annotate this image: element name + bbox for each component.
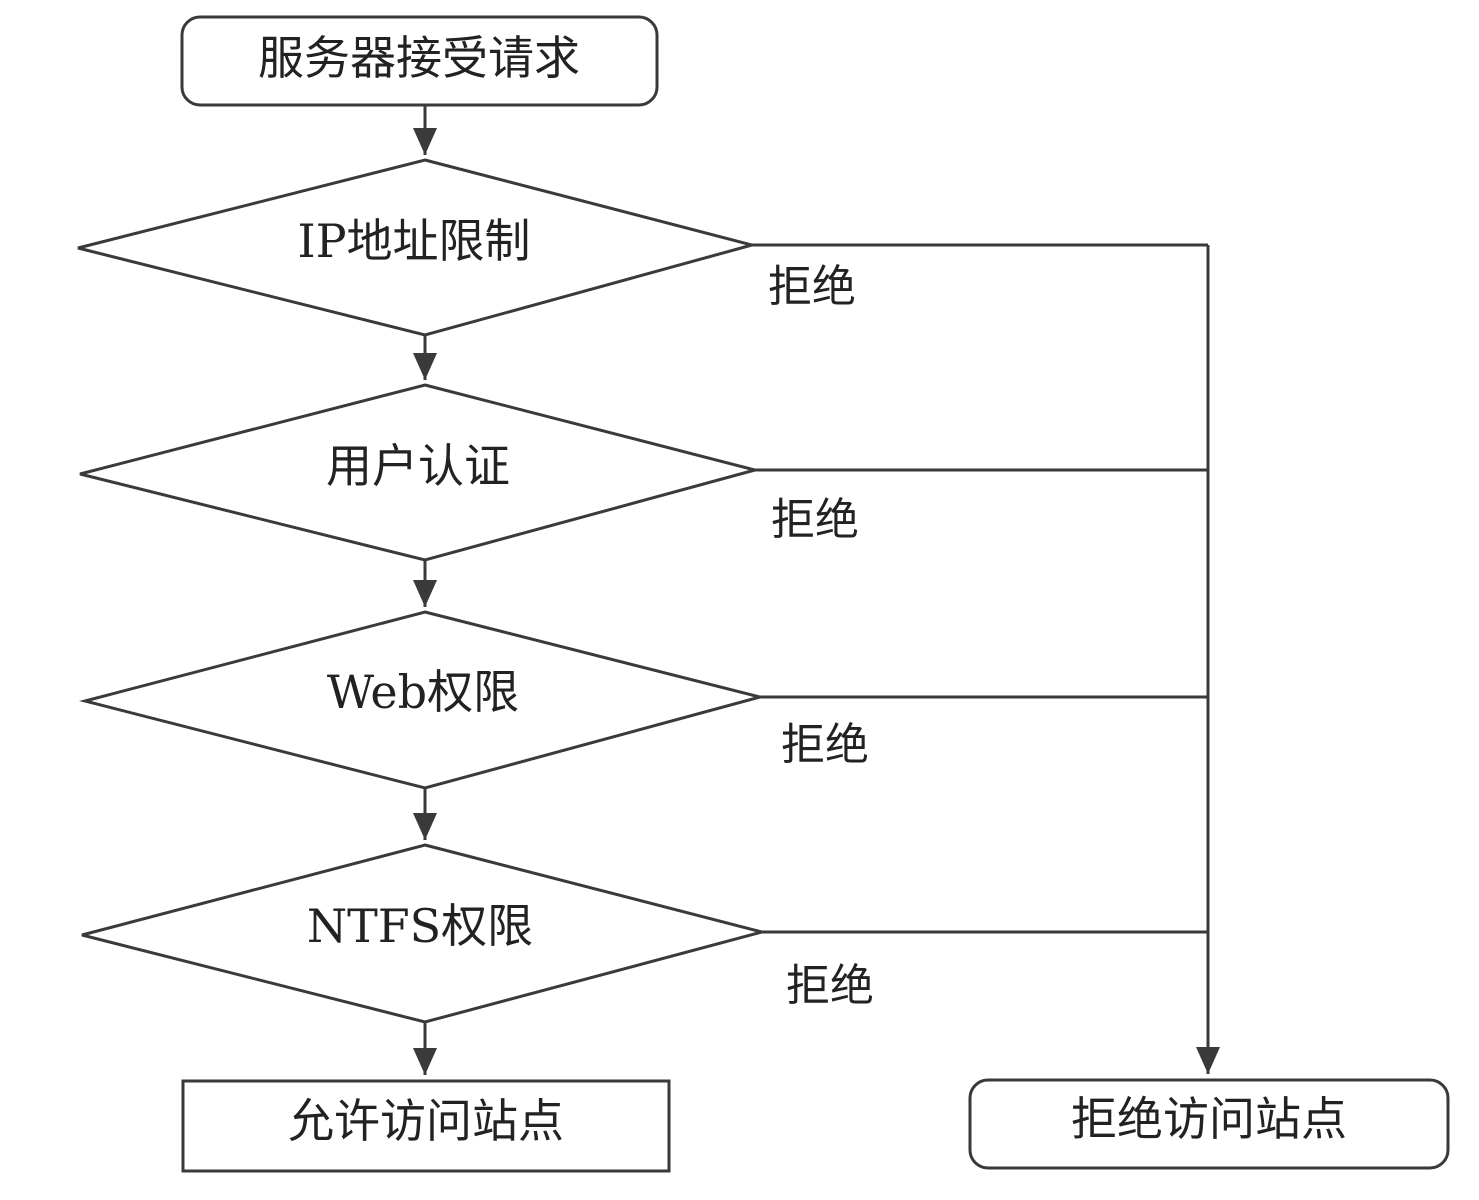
reject-label-ntfs: 拒绝 bbox=[786, 961, 874, 1012]
decision-ntfs-permission-label: NTFS权限 bbox=[307, 899, 533, 953]
start-node bbox=[180, 15, 659, 107]
reject-access-node bbox=[968, 1078, 1450, 1170]
decision-user-auth-label: 用户认证 bbox=[326, 439, 510, 493]
start-node-label: 服务器接受请求 bbox=[258, 31, 580, 85]
reject-label-user-auth: 拒绝 bbox=[771, 495, 859, 546]
reject-label-ip: 拒绝 bbox=[768, 262, 856, 313]
reject-access-node-label: 拒绝访问站点 bbox=[1071, 1092, 1347, 1146]
decision-ip-restriction-label: IP地址限制 bbox=[297, 214, 530, 268]
reject-label-web: 拒绝 bbox=[781, 720, 869, 771]
decision-web-permission-label: Web权限 bbox=[327, 665, 519, 719]
allow-access-node-label: 允许访问站点 bbox=[288, 1094, 564, 1148]
allow-access-node bbox=[181, 1079, 671, 1173]
